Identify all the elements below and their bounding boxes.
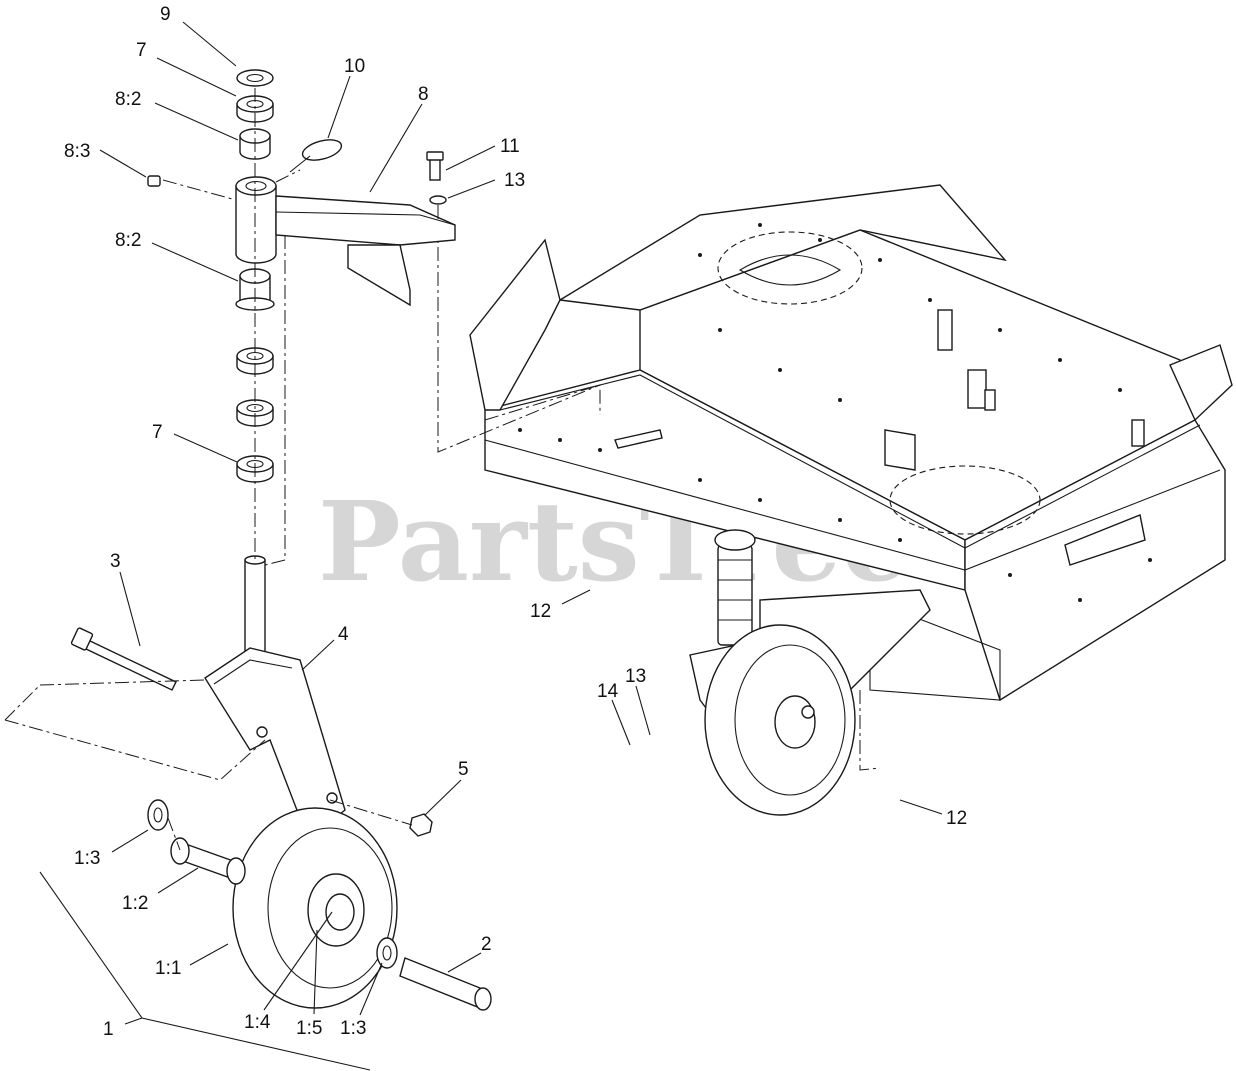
- caster-arm-assembly: [70, 69, 492, 1011]
- callout-2: 2: [481, 934, 492, 955]
- callout-12-deck: 12: [530, 601, 551, 622]
- callout-8: 8: [418, 84, 429, 105]
- callout-9: 9: [160, 4, 171, 25]
- leader-lines: [39, 21, 943, 1071]
- callout-1-4: 1:4: [244, 1012, 271, 1033]
- callout-14: 14: [597, 681, 619, 702]
- callout-1-1: 1:1: [155, 958, 181, 979]
- callout-13-lower: 13: [625, 666, 646, 687]
- callout-10: 10: [344, 56, 365, 77]
- callout-8-2-lower: 8:2: [115, 230, 141, 251]
- callout-11: 11: [500, 136, 520, 157]
- callout-1-5: 1:5: [296, 1018, 322, 1039]
- callout-7-top: 7: [136, 40, 147, 61]
- callout-1-3-right: 1:3: [340, 1018, 366, 1039]
- callout-3: 3: [110, 551, 121, 572]
- callout-4: 4: [338, 624, 349, 645]
- callout-5: 5: [458, 759, 469, 780]
- callout-7-lower: 7: [152, 422, 163, 443]
- callout-8-2-upper: 8:2: [115, 89, 141, 110]
- callout-13-upper: 13: [504, 170, 525, 191]
- callout-1-3-left: 1:3: [74, 848, 100, 869]
- callout-1: 1: [103, 1019, 114, 1040]
- callout-labels: 9 7 8:2 8:3 10 8 11 13 8:2 7 3 4 5 12 14…: [64, 4, 967, 1040]
- callout-1-2: 1:2: [122, 893, 148, 914]
- callout-12-lower: 12: [946, 808, 967, 829]
- callout-8-3: 8:3: [64, 141, 90, 162]
- mower-deck: [469, 184, 1233, 816]
